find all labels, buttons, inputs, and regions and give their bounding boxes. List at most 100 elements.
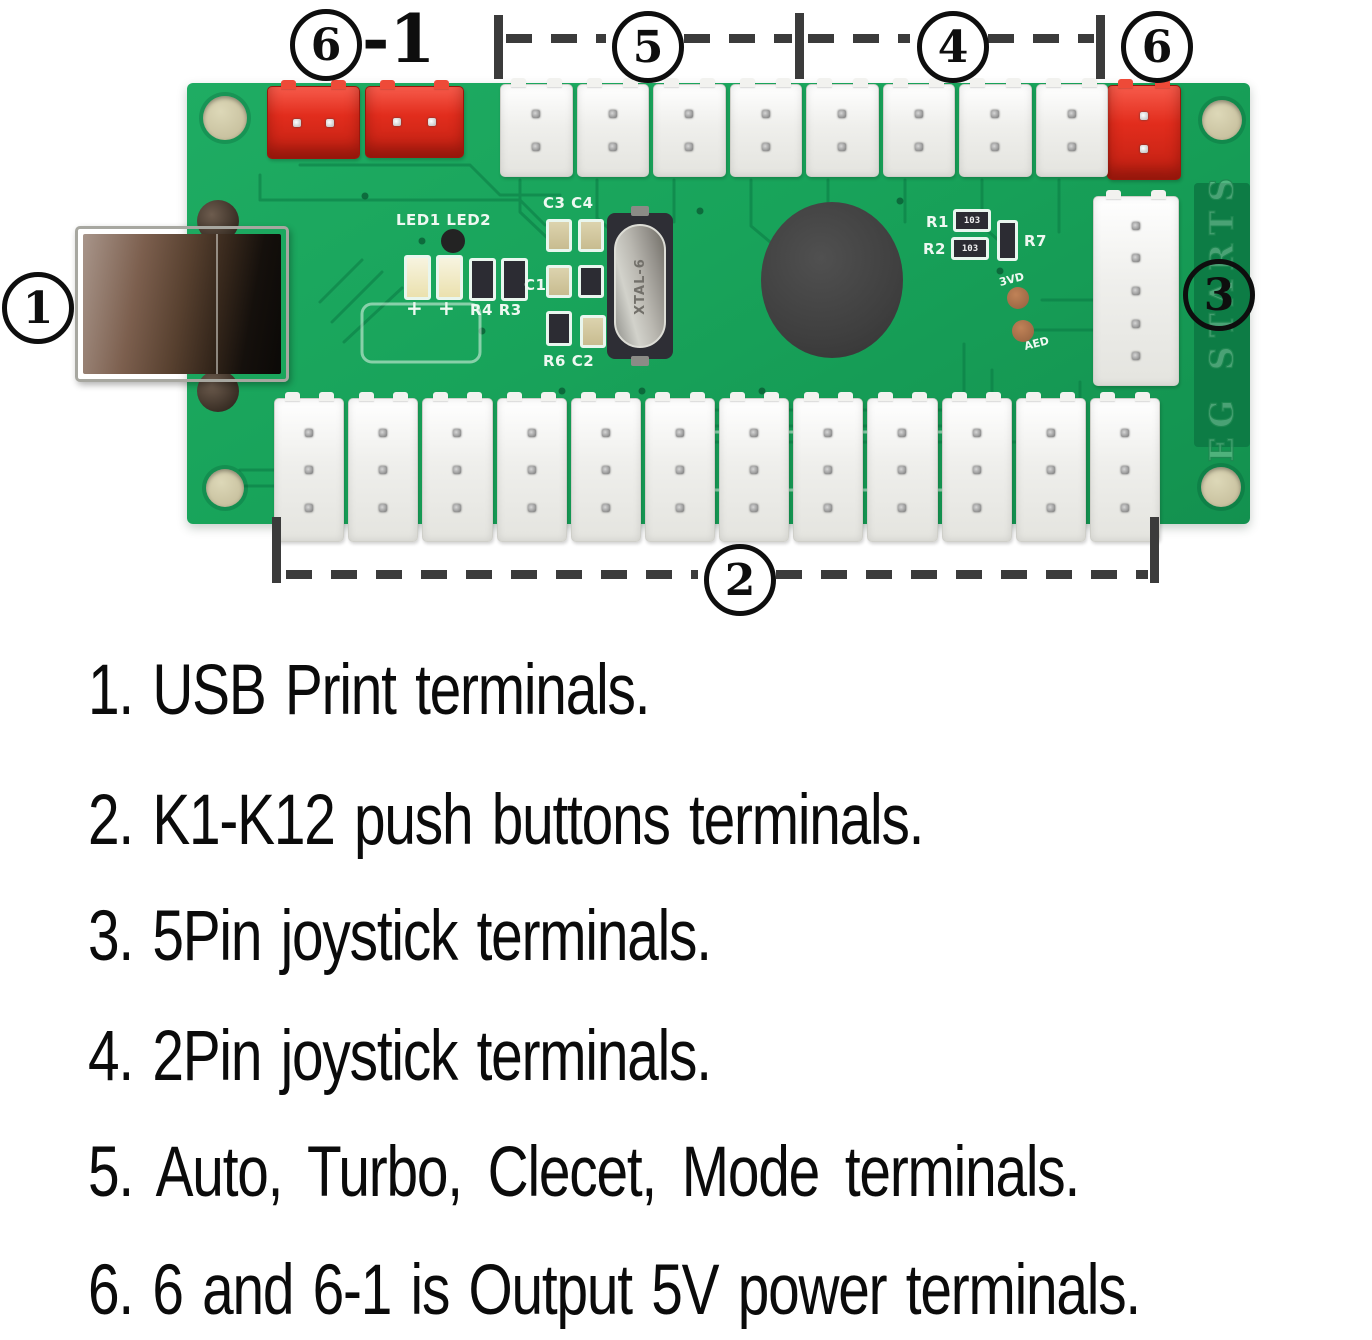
- function-terminal: [653, 78, 726, 177]
- function-terminal: [729, 78, 802, 177]
- capacitor-c2: [580, 315, 606, 348]
- power-terminal-6-1b: [365, 80, 464, 158]
- led2-component: [436, 255, 463, 300]
- pin-dot: [1067, 110, 1076, 118]
- pin-dot: [675, 503, 684, 512]
- usb-seam: [215, 234, 218, 374]
- button-terminal-k7: [719, 392, 790, 542]
- mounting-hole: [1201, 467, 1241, 507]
- pin-dot: [1067, 143, 1076, 151]
- pin-dot: [1046, 428, 1055, 437]
- resistor-r2-chip: 103: [951, 237, 989, 260]
- pin-dot: [761, 143, 770, 151]
- capacitor-c3: [546, 219, 572, 252]
- legend-line-2: 2. K1-K12 push buttons terminals.: [88, 781, 924, 860]
- bracket-tick: [1150, 517, 1159, 583]
- pin-dot: [532, 143, 541, 151]
- joystick-2pin-terminal: [959, 78, 1032, 177]
- pin-dot: [1046, 503, 1055, 512]
- copper-pad: [1007, 287, 1029, 309]
- pin-dot: [453, 503, 462, 512]
- bracket-dash: [684, 34, 792, 43]
- pin-dot: [991, 110, 1000, 118]
- crystal-marking: XTAL-6: [632, 257, 648, 315]
- crystal-tab: [631, 206, 649, 216]
- callout-6-1-circle: 6: [290, 9, 362, 81]
- pin-dot: [750, 466, 759, 474]
- pin-dot: [532, 110, 541, 118]
- pin-dot: [453, 428, 462, 437]
- resistor-r1-chip: 103: [953, 209, 991, 232]
- pin-dot: [1132, 286, 1140, 295]
- callout-6: 6: [1121, 11, 1193, 83]
- button-terminal-k9: [867, 392, 938, 542]
- callout-3: 3: [1183, 259, 1255, 331]
- pin-dot: [1132, 254, 1140, 263]
- mounting-hole: [203, 96, 247, 140]
- pin-dot: [1120, 503, 1129, 512]
- legend-line-6: 6. 6 and 6-1 is Output 5V power terminal…: [88, 1251, 1141, 1330]
- bracket-dash: [988, 34, 1094, 43]
- button-terminal-k10: [941, 392, 1012, 542]
- led1-component: [404, 255, 431, 300]
- pin-dot: [1140, 111, 1148, 120]
- resistor-r3: [501, 258, 528, 301]
- crystal-tab: [631, 356, 649, 366]
- pin-dot: [1132, 319, 1140, 328]
- pin-dot: [972, 466, 981, 474]
- button-terminal-k6: [644, 392, 716, 542]
- button-terminal-k5: [570, 392, 641, 542]
- pin-dot: [379, 428, 388, 437]
- pin-dot: [675, 428, 684, 437]
- pin-dot: [293, 118, 301, 127]
- r6-c2-label: R6 C2: [543, 352, 595, 370]
- joystick-2pin-terminal: [1035, 78, 1108, 177]
- pin-dot: [750, 503, 759, 512]
- callout-6-1-suffix: -1: [362, 0, 436, 78]
- r7-label: R7: [1024, 232, 1047, 250]
- pin-dot: [601, 466, 610, 474]
- usb-b-port: [75, 226, 289, 382]
- pin-dot: [601, 428, 610, 437]
- pin-dot: [608, 110, 617, 118]
- pin-dot: [527, 503, 536, 512]
- pin-dot: [761, 110, 770, 118]
- usb-b-face: [83, 234, 281, 374]
- copper-pad: [1012, 320, 1034, 342]
- callout-4: 4: [917, 11, 989, 83]
- pin-dot: [1132, 352, 1140, 361]
- button-terminal-row: [272, 392, 1162, 542]
- r4-r3-label: R4 R3: [470, 301, 522, 319]
- joystick-2pin-terminal: [882, 78, 955, 177]
- pin-dot: [601, 503, 610, 512]
- pin-dot: [527, 466, 536, 474]
- button-terminal-k11: [1015, 392, 1086, 542]
- pin-dot: [1120, 466, 1129, 474]
- marker-dot: [441, 229, 465, 253]
- top-terminal-row: [498, 78, 1110, 177]
- callout-2: 2: [704, 544, 776, 616]
- function-terminal: [576, 78, 649, 177]
- function-terminal: [500, 78, 573, 177]
- pin-dot: [675, 466, 684, 474]
- cob-chip-blob: [761, 202, 903, 358]
- screw-head: [197, 370, 239, 412]
- pin-dot: [838, 110, 847, 118]
- bracket-dash: [776, 570, 1148, 579]
- led-silkscreen-label: LED1 LED2: [396, 211, 492, 229]
- pin-dot: [898, 428, 907, 437]
- pin-dot: [305, 466, 314, 474]
- crystal-oscillator: XTAL-6: [614, 224, 666, 348]
- joystick-5pin-terminal: [1093, 190, 1179, 386]
- r1-label: R1: [926, 213, 949, 231]
- pin-dot: [838, 143, 847, 151]
- button-terminal-k12: [1089, 392, 1161, 542]
- button-terminal-k3: [422, 392, 493, 542]
- pin-dot: [305, 428, 314, 437]
- mounting-hole: [206, 469, 244, 507]
- pin-dot: [972, 503, 981, 512]
- resistor-r4: [469, 258, 496, 301]
- pin-dot: [750, 428, 759, 437]
- pin-dot: [898, 503, 907, 512]
- joystick-2pin-terminal: [806, 78, 879, 177]
